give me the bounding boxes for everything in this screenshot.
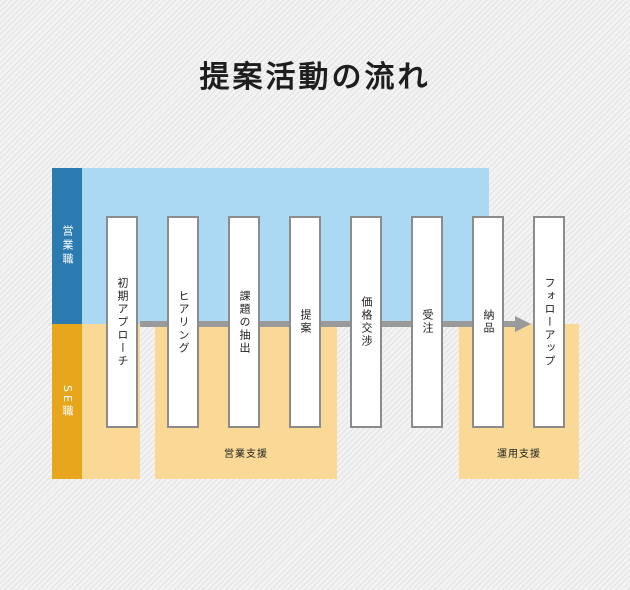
sales-support-label: 営業支援	[224, 449, 268, 460]
step-label: 価格交渉	[360, 296, 373, 348]
step-label: 課題の抽出	[238, 289, 251, 355]
step-box: 受注	[411, 216, 443, 428]
step-label: フォローアップ	[543, 276, 556, 368]
step-box: 課題の抽出	[228, 216, 260, 428]
step-box: 提案	[289, 216, 321, 428]
step-label: 提案	[299, 309, 312, 335]
step-label: 納品	[482, 309, 495, 335]
sales-role-label: 営業職	[52, 168, 82, 324]
flow-arrow-head	[515, 316, 531, 332]
step-label: 初期アプローチ	[116, 276, 129, 368]
diagram-title: 提案活動の流れ	[199, 60, 431, 95]
step-box: 納品	[472, 216, 504, 428]
ops-support-label: 運用支援	[497, 449, 541, 460]
flow-arrow-line	[140, 321, 516, 327]
se-role-label: SE職	[52, 324, 82, 479]
step-box: フォローアップ	[533, 216, 565, 428]
step-box: 初期アプローチ	[106, 216, 138, 428]
step-box: 価格交渉	[350, 216, 382, 428]
step-label: ヒアリング	[177, 289, 190, 355]
step-label: 受注	[421, 309, 434, 335]
step-box: ヒアリング	[167, 216, 199, 428]
